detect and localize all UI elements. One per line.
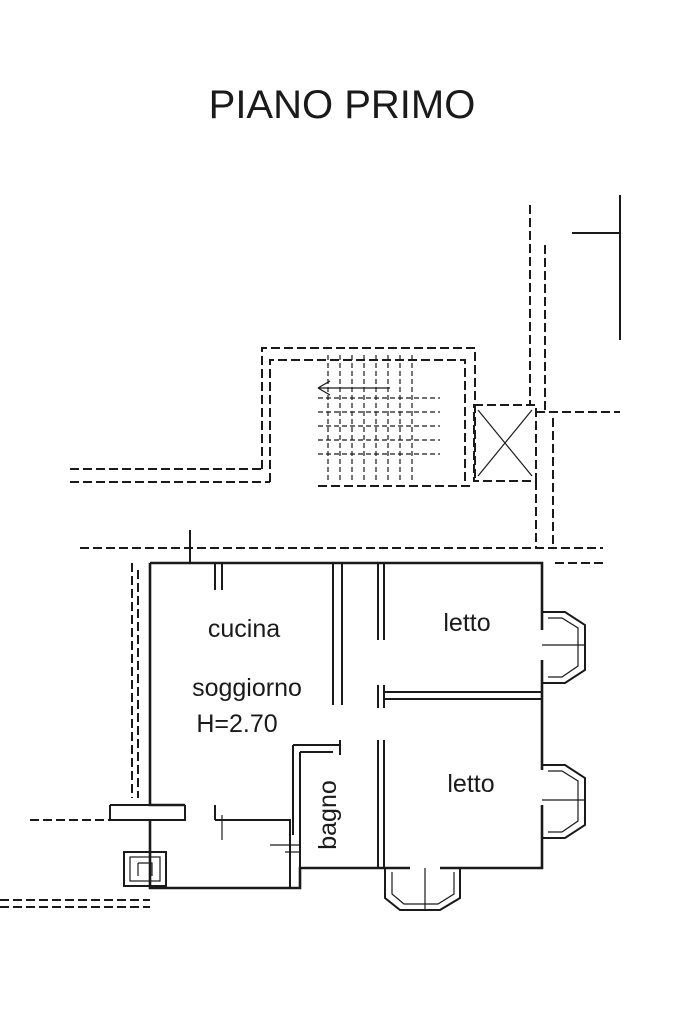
bay-window-bottom (541, 764, 586, 839)
elevator-shaft (473, 404, 537, 482)
bay-window-top (541, 611, 586, 684)
room-label-living: soggiorno (192, 674, 302, 702)
room-label-bedroom-top: letto (443, 609, 490, 637)
room-label-bathroom: bagno (314, 780, 342, 850)
room-label-kitchen: cucina (208, 615, 280, 643)
chimney-symbol (123, 851, 167, 887)
plan-title: PIANO PRIMO (209, 83, 476, 127)
room-height-label: H=2.70 (196, 710, 277, 738)
stair-steps (318, 355, 440, 482)
room-label-bedroom-bottom: letto (447, 770, 494, 798)
outer-dashed-lines (80, 195, 621, 564)
stairwell (70, 347, 476, 487)
stair-arrow (317, 380, 390, 396)
bay-window-front (384, 868, 461, 911)
